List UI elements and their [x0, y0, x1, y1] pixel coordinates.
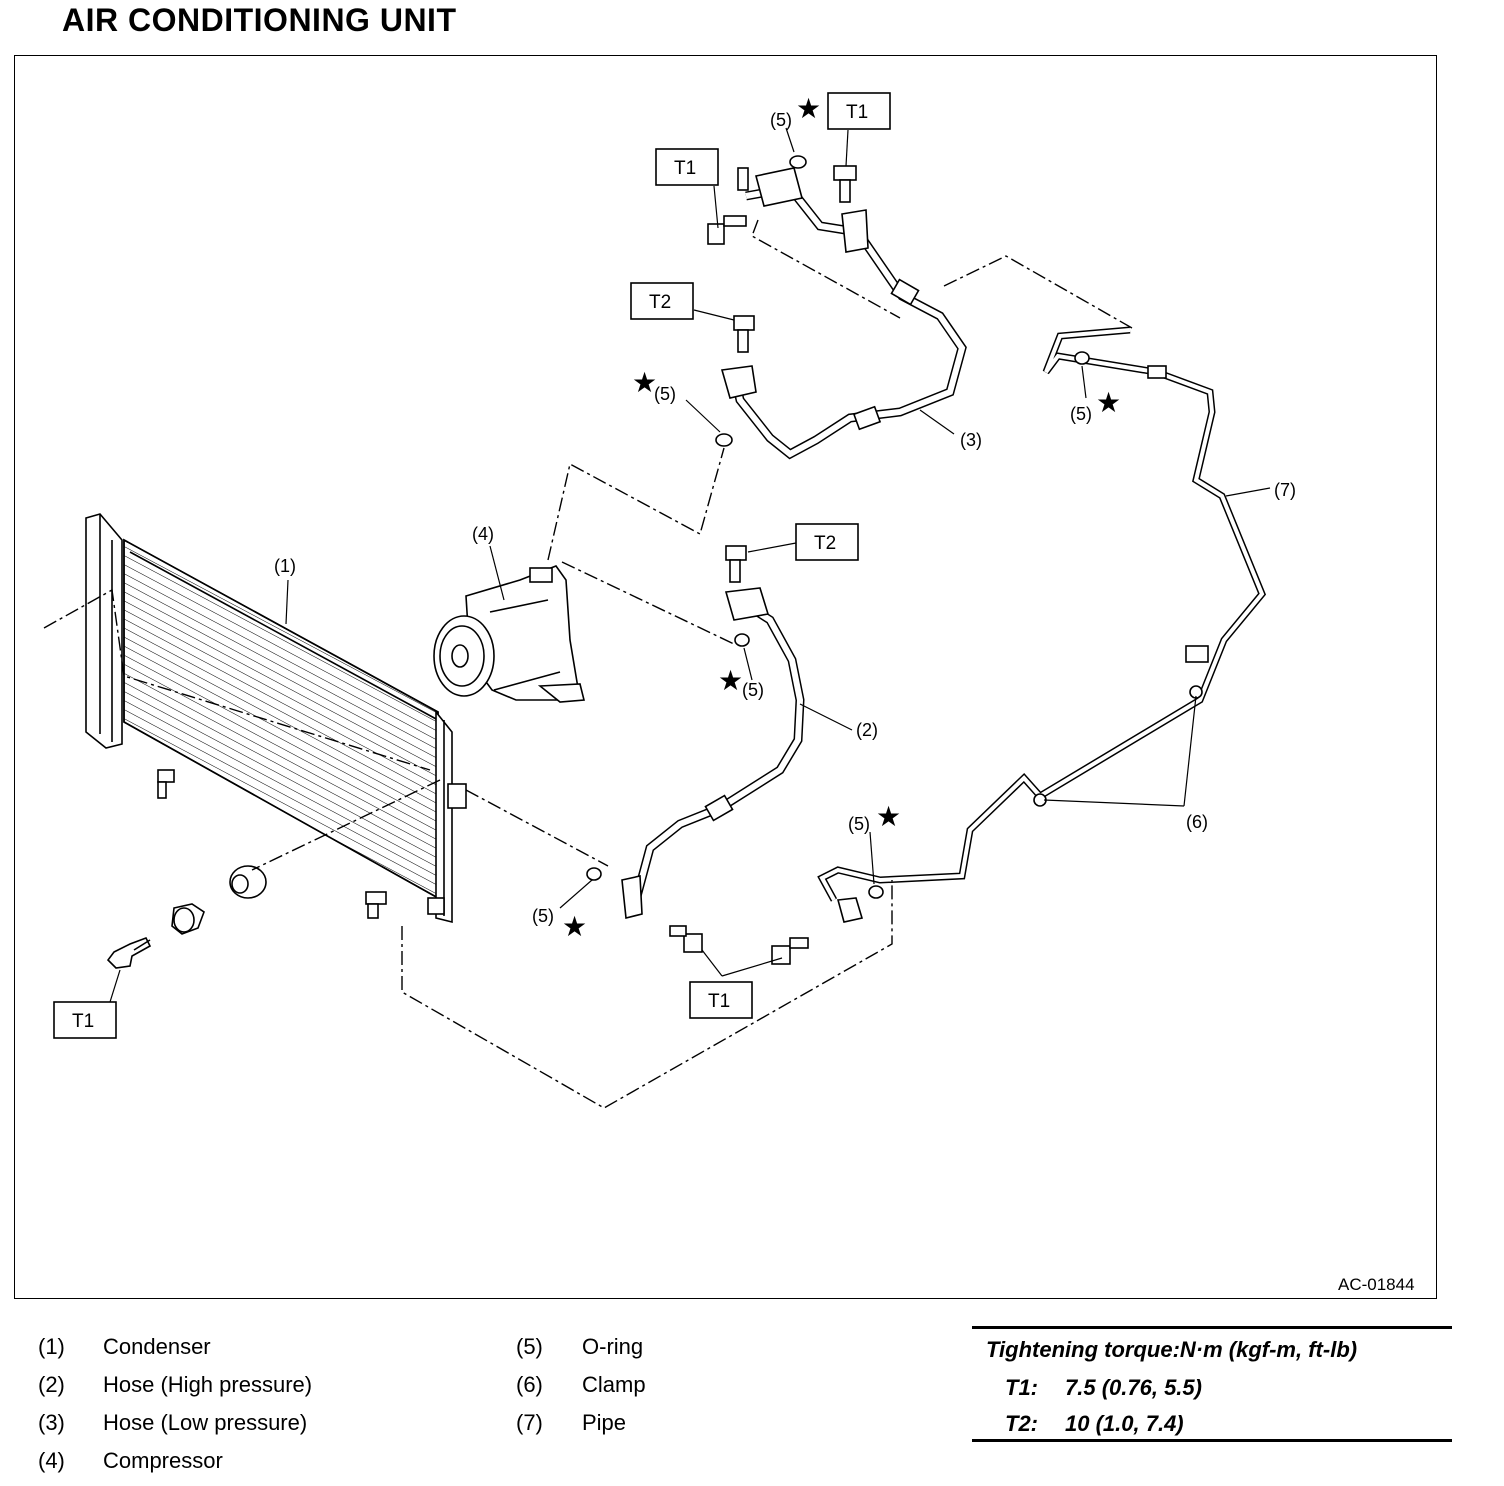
leader-lines	[109, 127, 1271, 1003]
star-icon: ★	[562, 911, 587, 942]
callout-7: (7)	[1274, 480, 1296, 500]
legend-clamp: Clamp	[582, 1372, 646, 1397]
legend-num-1: (1)	[38, 1334, 65, 1359]
bolts-hose-high	[669, 545, 809, 965]
bolts-hose-low	[707, 165, 857, 353]
page-title: AIR CONDITIONING UNIT	[62, 2, 457, 38]
star-marks: ★ ★ ★ ★ ★ ★	[562, 93, 1121, 942]
callout-2: (2)	[856, 720, 878, 740]
torque-key-t1: T1:	[1005, 1375, 1038, 1400]
torque-tags: T1 T1 T2 T2 T1 T1	[53, 92, 891, 1039]
torque-table: Tightening torque:N·m (kgf-m, ft-lb) T1:…	[972, 1326, 1452, 1442]
condenser	[85, 513, 467, 924]
assembly-lines	[43, 219, 1133, 1109]
compressor	[433, 565, 586, 703]
torque-tag-t1: T1	[708, 991, 730, 1012]
legend-num-3: (3)	[38, 1410, 65, 1435]
star-icon: ★	[876, 801, 901, 832]
torque-key-t2: T2:	[1005, 1411, 1038, 1436]
legend-num-2: (2)	[38, 1372, 65, 1397]
condenser-mount	[106, 865, 267, 969]
torque-heading: Tightening torque:N·m (kgf-m, ft-lb)	[986, 1337, 1358, 1362]
callout-5f: (5)	[1070, 404, 1092, 424]
callout-5b: (5)	[654, 384, 676, 404]
clamps	[1033, 685, 1203, 807]
hose-high-pressure	[621, 587, 805, 919]
callout-5e: (5)	[848, 814, 870, 834]
hose-low-pressure	[720, 167, 967, 460]
legend-o-ring: O-ring	[582, 1334, 644, 1359]
legend-hose-high: Hose (High pressure)	[103, 1372, 313, 1397]
pipe	[817, 326, 1267, 923]
star-icon: ★	[632, 367, 657, 398]
exploded-diagram: (1) (2) (3) (4) (6) (7) (5) (5) (5) (5) …	[43, 92, 1296, 1109]
legend-hose-low: Hose (Low pressure)	[103, 1410, 308, 1435]
callout-6: (6)	[1186, 812, 1208, 832]
callout-5d: (5)	[532, 906, 554, 926]
torque-tag-t2: T2	[649, 292, 671, 313]
torque-value-t1: 7.5 (0.76, 5.5)	[1065, 1375, 1202, 1400]
star-icon: ★	[718, 665, 743, 696]
torque-tag-t1: T1	[846, 102, 868, 123]
legend-pipe: Pipe	[582, 1410, 627, 1435]
legend-num-7: (7)	[516, 1410, 543, 1435]
legend-compressor: Compressor	[103, 1448, 223, 1473]
callout-5c: (5)	[742, 680, 764, 700]
torque-tag-t1: T1	[674, 158, 696, 179]
star-icon: ★	[1096, 387, 1121, 418]
torque-tag-t2: T2	[814, 533, 836, 554]
legend-condenser: Condenser	[103, 1334, 211, 1359]
callout-5a: (5)	[770, 110, 792, 130]
legend-num-6: (6)	[516, 1372, 543, 1397]
star-icon: ★	[796, 93, 821, 124]
diagram-frame	[14, 55, 1437, 1299]
callout-1: (1)	[274, 556, 296, 576]
callout-4: (4)	[472, 524, 494, 544]
legend-num-5: (5)	[516, 1334, 543, 1359]
figure-code: AC-01844	[1338, 1275, 1415, 1294]
o-rings	[586, 155, 1090, 899]
legend-num-4: (4)	[38, 1448, 65, 1473]
torque-tag-t1: T1	[72, 1011, 94, 1032]
callouts: (1) (2) (3) (4) (6) (7) (5) (5) (5) (5) …	[274, 110, 1296, 926]
callout-3: (3)	[960, 430, 982, 450]
torque-value-t2: 10 (1.0, 7.4)	[1065, 1411, 1184, 1436]
